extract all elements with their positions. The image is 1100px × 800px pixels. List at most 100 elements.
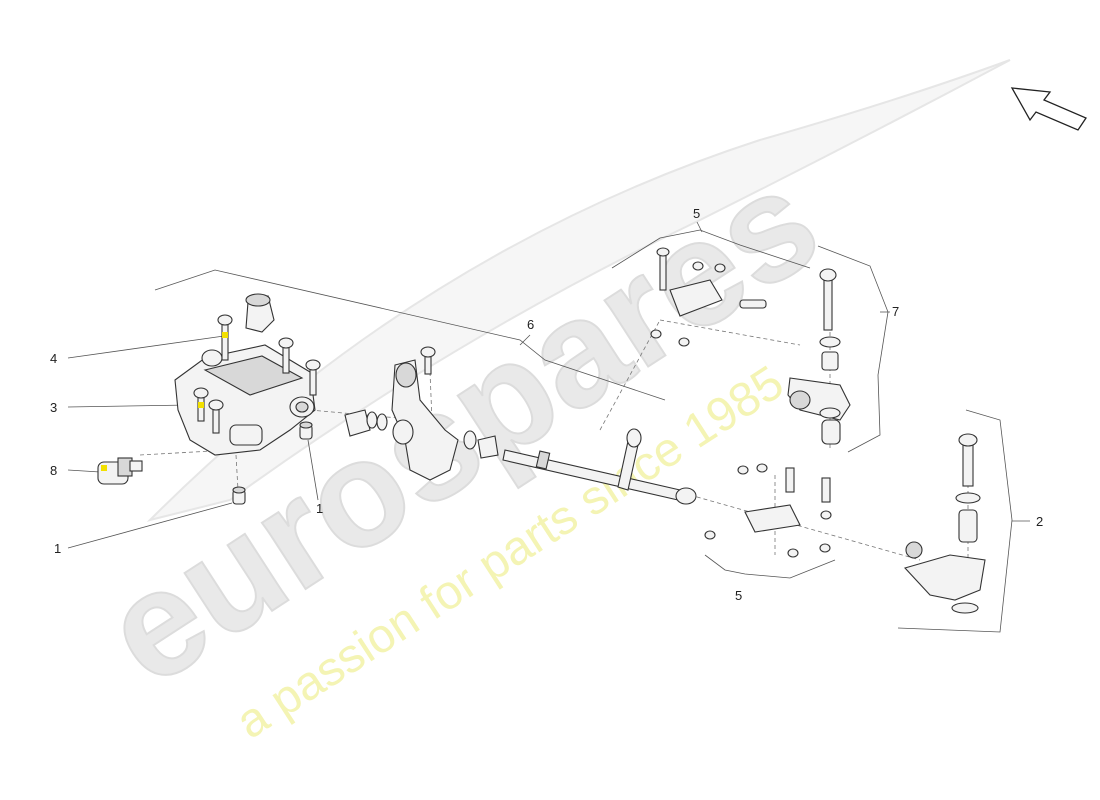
callouts: 1 1 2 3 4 5 5 6 7 8 <box>50 206 1043 603</box>
rod-end <box>675 487 697 505</box>
lever-sleeve <box>958 509 978 543</box>
washer <box>787 548 799 558</box>
mount-bushing <box>821 351 839 371</box>
callout-5-top: 5 <box>693 206 700 221</box>
assembly-line <box>429 371 433 421</box>
washer <box>678 337 690 347</box>
washer <box>756 463 768 473</box>
leader-1-left <box>67 502 233 549</box>
washer <box>737 465 749 475</box>
assembly-line <box>659 319 801 346</box>
link-plate <box>744 504 801 533</box>
part-3-housing <box>174 344 316 456</box>
part-5-upper-linkage <box>650 247 767 347</box>
link-plate <box>669 279 723 317</box>
bracket-bolt-head <box>420 346 436 358</box>
leader-lines <box>67 311 1030 549</box>
leader-5-top <box>696 221 703 233</box>
link-pin <box>785 467 795 493</box>
sensor-highlight <box>101 465 107 471</box>
bolt-head <box>278 337 294 349</box>
part-1-bushings <box>232 421 313 505</box>
housing-port-inner <box>295 401 309 413</box>
leader-1-mid <box>307 439 319 501</box>
lever-washer <box>955 492 981 504</box>
bracket-2 <box>897 409 1013 633</box>
link-pin-head <box>656 247 670 257</box>
washer <box>714 263 726 273</box>
mount-washer <box>819 336 841 348</box>
o-ring <box>376 413 388 431</box>
leader-3 <box>67 404 191 408</box>
callout-1-left: 1 <box>54 541 61 556</box>
callout-4: 4 <box>50 351 57 366</box>
assembly-line <box>235 454 239 491</box>
link-pin <box>739 299 767 309</box>
sensor-thread <box>129 460 143 472</box>
bracket-5-bottom <box>704 554 836 579</box>
washer <box>650 329 662 339</box>
mount-washer <box>819 407 841 419</box>
rod-sleeve <box>477 435 499 459</box>
small-bushing-end <box>232 486 246 494</box>
bolt-highlight <box>198 402 204 408</box>
washer <box>819 543 831 553</box>
middle-bracket <box>391 346 459 481</box>
group-brackets <box>154 221 1013 633</box>
part-6-shift-rod <box>463 428 697 505</box>
rod-collar <box>535 450 551 470</box>
lever-washer <box>951 602 979 614</box>
small-bushing-end <box>299 421 313 429</box>
bolt-head <box>305 359 321 371</box>
sleeve-rings <box>344 409 388 437</box>
callout-3: 3 <box>50 400 57 415</box>
leader-4 <box>67 335 225 359</box>
callout-2: 2 <box>1036 514 1043 529</box>
bolt <box>221 319 229 361</box>
rod-lever-eye <box>626 428 642 448</box>
bolt-head <box>208 399 224 411</box>
lever-ball <box>905 541 923 559</box>
mount-bushing <box>821 419 841 445</box>
assembly-line <box>689 494 921 561</box>
bracket-6 <box>154 269 666 401</box>
direction-arrow-icon <box>1010 87 1087 131</box>
callout-1-mid: 1 <box>316 501 323 516</box>
bolt-head <box>193 387 209 399</box>
bracket-eye <box>395 362 417 388</box>
link-pin <box>821 477 831 503</box>
o-ring <box>366 411 378 429</box>
lever-arm <box>903 554 986 601</box>
watermark-swoosh <box>146 59 1011 522</box>
bracket-7 <box>817 245 889 453</box>
part-8-sensor <box>97 457 143 485</box>
bolt-highlight <box>222 332 228 338</box>
rod-ring <box>463 430 477 450</box>
leader-6 <box>519 334 531 346</box>
callout-7: 7 <box>892 304 899 319</box>
bolt-head <box>217 314 233 326</box>
part-5-lower-linkage <box>704 463 832 558</box>
assembly-line <box>139 449 231 456</box>
housing-top <box>203 355 304 396</box>
callout-8: 8 <box>50 463 57 478</box>
callout-5-bottom: 5 <box>735 588 742 603</box>
washer <box>820 510 832 520</box>
leader-8 <box>67 469 101 473</box>
washer <box>704 530 716 540</box>
mount-bolt <box>823 274 833 331</box>
bushing-end <box>245 293 271 307</box>
housing-boss <box>229 424 263 446</box>
part-4-bolts <box>193 314 321 434</box>
lever-bolt-head <box>958 433 978 447</box>
housing-cap <box>201 349 223 367</box>
bracket-eye <box>392 419 414 445</box>
mount-bolt-head <box>819 268 837 282</box>
mount-lever-eye <box>789 390 811 410</box>
bracket-5-top <box>611 229 811 269</box>
washer <box>692 261 704 271</box>
bushing-top <box>245 293 275 333</box>
part-2-lower-lever <box>903 433 986 614</box>
sleeve <box>344 409 371 437</box>
